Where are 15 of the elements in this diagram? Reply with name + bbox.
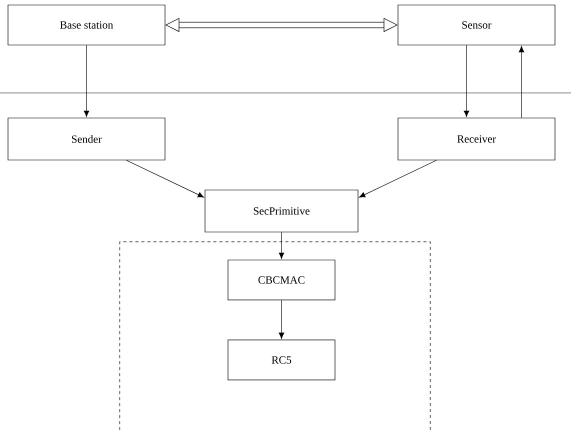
arrow <box>126 160 204 198</box>
dashed-frame <box>120 241 430 430</box>
arrow <box>278 300 284 339</box>
process-box: RC5 <box>228 340 336 380</box>
process-box: SecPrimitive <box>204 190 358 232</box>
process-box: Receiver <box>398 118 556 160</box>
process-box: Base station <box>8 4 166 46</box>
process-box: Sender <box>8 118 166 160</box>
arrow <box>359 160 437 198</box>
arrow <box>84 45 90 117</box>
process-box: Sensor <box>398 4 556 46</box>
arrow <box>464 45 470 117</box>
process-box: CBCMAC <box>228 260 336 300</box>
arrow <box>518 46 524 118</box>
arrow <box>278 232 284 259</box>
